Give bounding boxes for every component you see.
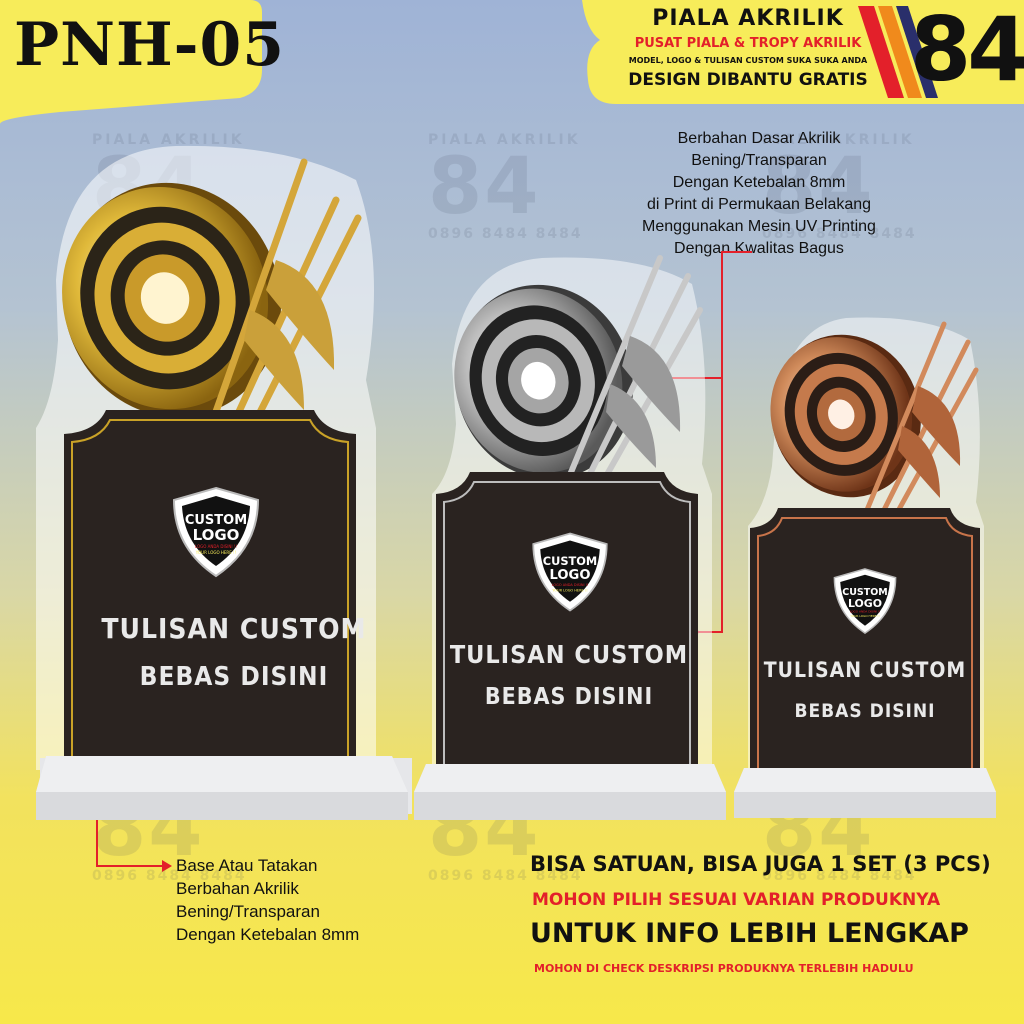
svg-text:LOGO: LOGO <box>193 526 240 544</box>
trophy-gold-art <box>36 145 412 814</box>
trophy-gold-text1: TULISAN CUSTOM <box>101 612 367 645</box>
trophy-silver-base <box>414 764 726 820</box>
trophy-silver-text1: TULISAN CUSTOM <box>449 640 689 669</box>
svg-text:CUSTOM: CUSTOM <box>842 587 887 598</box>
watermark: PIALA AKRILIK 84 0896 8484 8484 <box>428 132 583 242</box>
svg-text:LOGO ANDA DISINI !!: LOGO ANDA DISINI !! <box>850 610 881 614</box>
trophy-gold-base <box>36 756 408 820</box>
trophy-bronze-text2: BEBAS DISINI <box>794 700 936 722</box>
svg-text:YOUR LOGO HERE !!: YOUR LOGO HERE !! <box>850 614 879 618</box>
svg-text:YOUR LOGO HERE !!: YOUR LOGO HERE !! <box>552 588 587 592</box>
svg-text:CUSTOM: CUSTOM <box>185 513 247 528</box>
trophy-bronze-base <box>734 768 996 818</box>
svg-text:YOUR LOGO HERE !!: YOUR LOGO HERE !! <box>195 550 236 555</box>
trophy-silver-art <box>432 255 712 792</box>
brand-tagline: PUSAT PIALA & TROPY AKRILIK <box>634 36 862 51</box>
brand-number: 84 <box>910 0 1024 101</box>
brand-name: PIALA AKRILIK <box>652 6 844 31</box>
footer-line1: BISA SATUAN, BISA JUGA 1 SET (3 PCS) <box>530 852 991 876</box>
brand-design-line: DESIGN DIBANTU GRATIS <box>628 70 868 90</box>
svg-text:LOGO: LOGO <box>848 597 882 610</box>
watermark: PIALA AKRILIK 84 0896 8484 8484 <box>762 132 917 242</box>
footer-line3: UNTUK INFO LEBIH LENGKAP <box>530 918 969 949</box>
brand-logo-stripes <box>858 6 938 98</box>
logo-badge-silver: CUSTOM LOGO LOGO ANDA DISINI !! YOUR LOG… <box>532 532 608 612</box>
material-note: Berbahan Dasar Akrilik Bening/Transparan… <box>642 130 876 257</box>
svg-text:CUSTOM: CUSTOM <box>543 554 597 568</box>
trophy-silver-text2: BEBAS DISINI <box>484 684 654 710</box>
trophy-bronze-art <box>748 317 984 786</box>
footer-line2: MOHON PILIH SESUAI VARIAN PRODUKNYA <box>532 890 941 910</box>
brand-subtagline: MODEL, LOGO & TULISAN CUSTOM SUKA SUKA A… <box>628 56 868 65</box>
footer-line4: MOHON DI CHECK DESKRIPSI PRODUKNYA TERLE… <box>534 962 914 975</box>
svg-text:LOGO: LOGO <box>550 568 591 583</box>
logo-badge-bronze: CUSTOM LOGO LOGO ANDA DISINI !! YOUR LOG… <box>833 568 897 634</box>
trophy-gold-text2: BEBAS DISINI <box>139 662 329 692</box>
svg-text:LOGO ANDA DISINI !!: LOGO ANDA DISINI !! <box>552 583 589 587</box>
base-note: Base Atau Tatakan Berbahan Akrilik Benin… <box>176 856 360 944</box>
trophy-bronze-text1: TULISAN CUSTOM <box>763 658 967 682</box>
svg-text:LOGO ANDA DISINI !!: LOGO ANDA DISINI !! <box>195 544 237 549</box>
logo-badge-gold: CUSTOM LOGO LOGO ANDA DISINI !! YOUR LOG… <box>172 486 260 578</box>
product-code: PNH-05 <box>14 10 286 80</box>
